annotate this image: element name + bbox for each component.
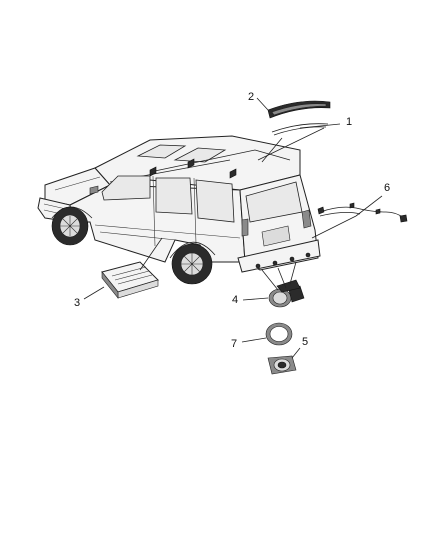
callout-4: 4 bbox=[232, 294, 238, 306]
leader-lines bbox=[83, 97, 383, 359]
callout-1: 1 bbox=[346, 116, 352, 128]
vehicle-illustration bbox=[37, 135, 321, 285]
callout-5: 5 bbox=[302, 336, 308, 348]
part-6-wire-harness bbox=[317, 202, 408, 223]
part-7-bezel bbox=[265, 322, 293, 346]
part-1-gasket bbox=[271, 123, 329, 136]
part-2-stop-lamp bbox=[267, 100, 331, 119]
part-5-bracket bbox=[267, 355, 297, 375]
callout-7: 7 bbox=[231, 338, 237, 350]
callout-6: 6 bbox=[384, 182, 390, 194]
callout-2: 2 bbox=[248, 91, 254, 103]
callout-3: 3 bbox=[74, 297, 80, 309]
part-4-sensor bbox=[268, 279, 305, 308]
part-3-control-module bbox=[101, 261, 159, 299]
